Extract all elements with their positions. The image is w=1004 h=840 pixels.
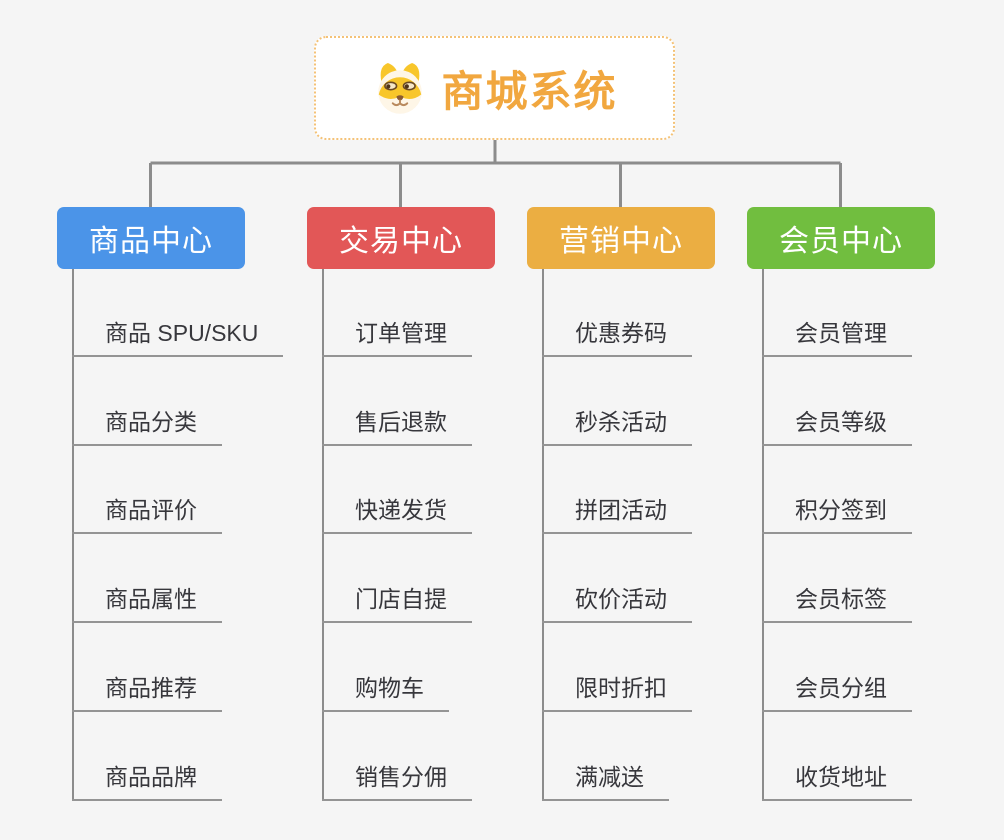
leaf-node[interactable]: 拼团活动 [542, 495, 692, 534]
leaf-node[interactable]: 砍价活动 [542, 584, 692, 623]
leaf-node[interactable]: 商品评价 [72, 495, 222, 534]
leaf-node[interactable]: 收货地址 [762, 762, 912, 801]
leaf-node[interactable]: 积分签到 [762, 495, 912, 534]
leaf-node[interactable]: 秒杀活动 [542, 407, 692, 446]
tree-connector-line [149, 140, 842, 207]
leaf-node[interactable]: 商品推荐 [72, 673, 222, 712]
branch-node-member-center[interactable]: 会员中心 [747, 207, 935, 269]
leaf-node[interactable]: 订单管理 [322, 318, 472, 357]
branch-node-marketing-center[interactable]: 营销中心 [527, 207, 715, 269]
leaf-node[interactable]: 会员标签 [762, 584, 912, 623]
leaf-node[interactable]: 会员等级 [762, 407, 912, 446]
leaf-node[interactable]: 商品 SPU/SKU [72, 318, 284, 357]
branch-node-trade-center[interactable]: 交易中心 [307, 207, 495, 269]
leaf-node[interactable]: 门店自提 [322, 584, 472, 623]
leaf-node[interactable]: 会员分组 [762, 673, 912, 712]
dog-face-icon [371, 59, 429, 117]
root-node[interactable]: 商城系统 [314, 36, 675, 140]
branch-node-product-center[interactable]: 商品中心 [57, 207, 245, 269]
leaf-node[interactable]: 会员管理 [762, 318, 912, 357]
leaf-node[interactable]: 销售分佣 [322, 762, 472, 801]
leaf-node[interactable]: 商品分类 [72, 407, 222, 446]
leaf-node[interactable]: 购物车 [322, 673, 449, 712]
leaf-node[interactable]: 商品品牌 [72, 762, 222, 801]
leaf-node[interactable]: 优惠券码 [542, 318, 692, 357]
leaf-node[interactable]: 快递发货 [322, 495, 472, 534]
leaf-node[interactable]: 满减送 [542, 762, 669, 801]
leaf-node[interactable]: 售后退款 [322, 407, 472, 446]
leaf-node[interactable]: 限时折扣 [542, 673, 692, 712]
root-title: 商城系统 [441, 67, 618, 115]
leaf-node[interactable]: 商品属性 [72, 584, 222, 623]
